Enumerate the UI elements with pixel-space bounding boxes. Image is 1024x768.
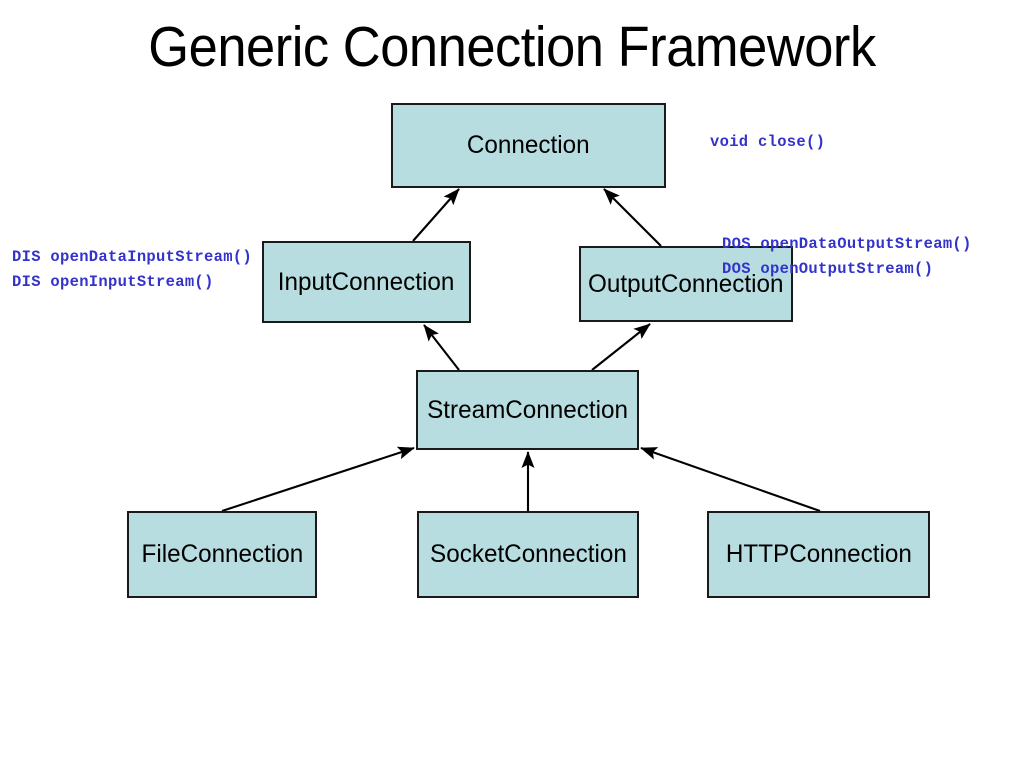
class-box-label: InputConnection	[278, 267, 455, 296]
class-box-connection[interactable]: Connection	[391, 103, 666, 188]
arrow-stream-to-output	[591, 323, 651, 371]
class-box-output-connection[interactable]: OutputConnection	[579, 246, 793, 322]
page-title: Generic Connection Framework	[148, 15, 876, 79]
class-box-stream-connection[interactable]: StreamConnection	[416, 370, 639, 450]
class-box-label: Connection	[467, 131, 590, 159]
class-box-http-connection[interactable]: HTTPConnection	[707, 511, 930, 598]
arrow-input-to-connection	[412, 188, 460, 242]
annotation-line: void close()	[710, 133, 826, 151]
class-box-label: SocketConnection	[429, 540, 627, 568]
annotation-input-methods: DIS openDataInputStream() DIS openInputSt…	[12, 245, 252, 295]
arrow-stream-to-input	[423, 324, 460, 371]
class-box-label: FileConnection	[141, 540, 303, 568]
annotation-line: DOS openOutputStream()	[722, 260, 934, 278]
arrow-output-to-connection	[603, 188, 662, 247]
class-box-label: HTTPConnection	[725, 540, 912, 568]
class-box-input-connection[interactable]: InputConnection	[262, 241, 471, 323]
arrow-file-to-stream	[221, 446, 415, 512]
class-box-label: StreamConnection	[427, 395, 628, 424]
class-box-socket-connection[interactable]: SocketConnection	[417, 511, 639, 598]
annotation-close: void close()	[710, 130, 825, 155]
class-box-file-connection[interactable]: FileConnection	[127, 511, 317, 598]
annotation-line: DIS openDataInputStream()	[12, 248, 253, 266]
annotation-output-methods: DOS openDataOutputStream() DOS openOutput…	[722, 232, 972, 282]
arrow-http-to-stream	[640, 447, 821, 512]
annotation-line: DIS openInputStream()	[12, 273, 214, 291]
class-box-label: OutputConnection	[588, 269, 784, 298]
annotation-line: DOS openDataOutputStream()	[722, 235, 972, 253]
